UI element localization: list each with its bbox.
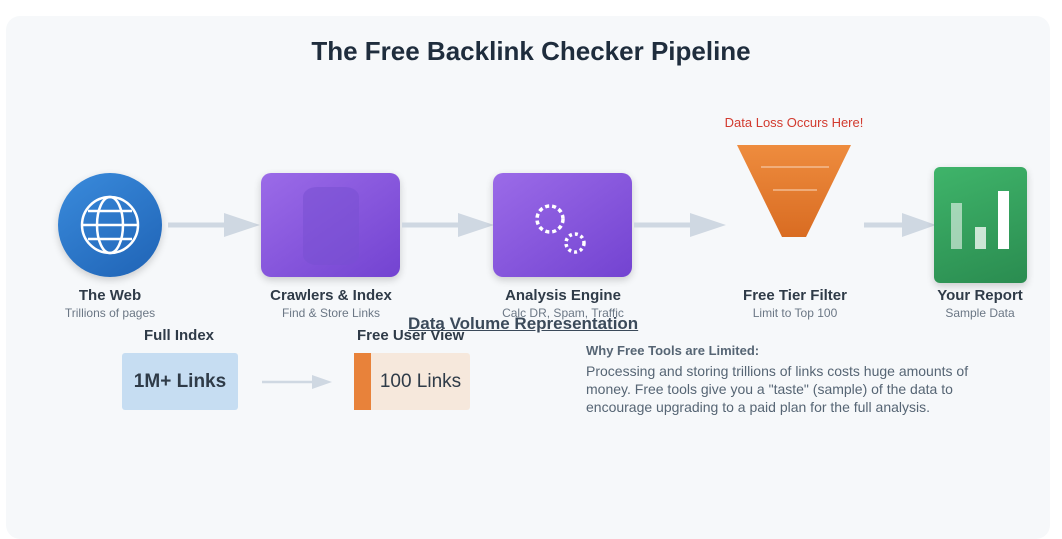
- why-body: Processing and storing trillions of link…: [586, 363, 969, 415]
- globe-icon: [80, 195, 140, 255]
- database-icon: [303, 187, 359, 265]
- globe-node: [58, 173, 162, 277]
- free-view-heading: Free User View: [357, 327, 465, 344]
- node-label-report: Your Report: [937, 287, 1023, 304]
- flow-arrow: [402, 213, 494, 237]
- volume-arrow: [262, 375, 332, 389]
- flow-arrow: [634, 213, 726, 237]
- free-view-value: 100 Links: [379, 370, 462, 392]
- node-label-analysis: Analysis Engine: [505, 287, 621, 304]
- node-sub-crawlers: Find & Store Links: [281, 306, 381, 320]
- node-sub-filter: Limit to Top 100: [752, 306, 838, 320]
- node-sub-report: Sample Data: [945, 306, 1015, 320]
- free-view-box: 100 Links: [354, 353, 470, 410]
- why-heading: Why Free Tools are Limited:: [586, 343, 760, 358]
- node-label-filter: Free Tier Filter: [743, 287, 847, 304]
- gears-icon: [535, 204, 586, 254]
- free-view-indicator: [354, 353, 371, 410]
- crawlers-node: [261, 173, 400, 277]
- analysis-node: [493, 173, 632, 277]
- full-index-box: 1M+ Links: [122, 353, 238, 410]
- data-volume-title: Data Volume Representation: [408, 314, 639, 333]
- node-sub-analysis: Calc DR, Spam, Traffic: [502, 306, 624, 320]
- flow-arrow: [168, 213, 260, 237]
- diagram-card: [6, 16, 1050, 539]
- node-label-crawlers: Crawlers & Index: [270, 287, 392, 304]
- page-title: The Free Backlink Checker Pipeline: [311, 36, 751, 66]
- full-index-heading: Full Index: [144, 327, 215, 344]
- flow-arrow: [864, 213, 936, 237]
- node-label-web: The Web: [78, 287, 142, 304]
- node-sub-web: Trillions of pages: [64, 306, 156, 320]
- funnel-icon: [737, 145, 851, 237]
- data-loss-warning: Data Loss Occurs Here!: [724, 115, 864, 130]
- report-node: [934, 167, 1027, 283]
